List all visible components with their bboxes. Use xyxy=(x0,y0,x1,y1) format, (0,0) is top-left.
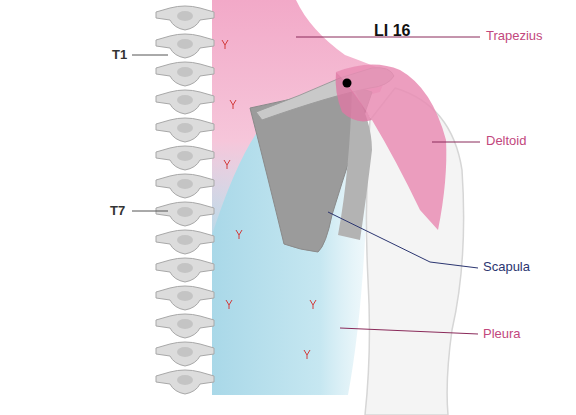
spinous-process xyxy=(177,67,193,77)
vertebra xyxy=(156,286,214,310)
vertebra xyxy=(156,258,214,282)
spinous-process xyxy=(177,347,193,357)
leader-line xyxy=(132,211,168,212)
spinous-process xyxy=(177,375,193,385)
spinous-process xyxy=(177,95,193,105)
spinous-process xyxy=(177,39,193,49)
vertebral-column xyxy=(156,6,214,394)
vertebra-label: T7 xyxy=(110,204,125,218)
spinous-process xyxy=(177,11,193,21)
acupoint-dot xyxy=(343,79,352,88)
spinous-process xyxy=(177,179,193,189)
bone-label: Scapula xyxy=(483,260,530,274)
spinous-process xyxy=(177,319,193,329)
vertebra xyxy=(156,230,214,254)
spinous-process xyxy=(177,207,193,217)
spinous-process xyxy=(177,151,193,161)
organ-label: Pleura xyxy=(483,327,521,341)
vertebra xyxy=(156,34,214,58)
vertebra xyxy=(156,118,214,142)
muscle-label: Deltoid xyxy=(486,134,526,148)
spinous-process xyxy=(177,235,193,245)
deltoid-muscle xyxy=(336,64,446,230)
vertebra xyxy=(156,90,214,114)
vertebra xyxy=(156,146,214,170)
spinous-process xyxy=(177,123,193,133)
leader-line xyxy=(340,328,478,334)
deltoid-anterior xyxy=(336,72,372,121)
muscle-label: Trapezius xyxy=(486,29,543,43)
vertebra xyxy=(156,174,214,198)
leader-line xyxy=(328,212,478,268)
vertebra xyxy=(156,342,214,366)
vertebra xyxy=(156,6,214,30)
vertebra xyxy=(156,202,214,226)
vertebra xyxy=(156,62,214,86)
nerve-marks xyxy=(222,40,316,359)
acupoint-label: LI 16 xyxy=(374,22,410,40)
leader-line xyxy=(132,55,168,56)
vertebra xyxy=(156,314,214,338)
vertebra-label: T1 xyxy=(112,48,127,62)
spinous-process xyxy=(177,263,193,273)
leader-line xyxy=(432,142,480,143)
spinous-process xyxy=(177,291,193,301)
vertebra xyxy=(156,370,214,394)
